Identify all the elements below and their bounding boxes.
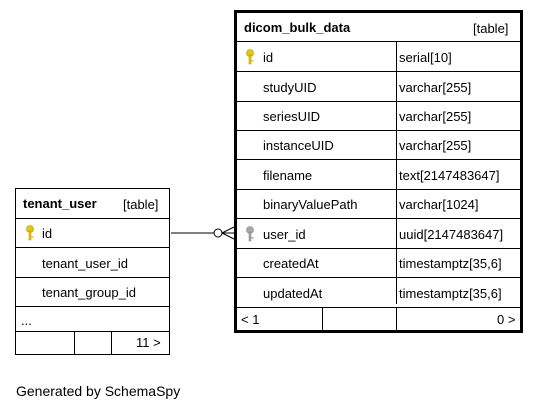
column-type-filename: text[2147483647] (399, 168, 500, 183)
column-name-tenant-group-id: tenant_group_id (42, 285, 136, 300)
divider (237, 307, 520, 308)
column-name-id: id (42, 226, 53, 241)
column-name-binaryvaluepath: binaryValuePath (263, 197, 358, 212)
children-count-link[interactable]: 11 > (136, 335, 161, 350)
table-dicom-bulk-data[interactable]: dicom_bulk_data [table] id serial[10] st… (234, 10, 523, 333)
crows-foot-prong (221, 226, 235, 234)
column-type-id: serial[10] (399, 50, 452, 65)
column-name-seriesuid: seriesUID (263, 109, 321, 124)
column-name-instanceuid: instanceUID (263, 138, 334, 153)
column-name-user-id: user_id (263, 227, 306, 242)
divider (237, 101, 520, 102)
column-name-id: id (263, 50, 274, 65)
crows-foot-prong (221, 232, 235, 240)
table-tenant-user[interactable]: tenant_user [table] id tenant_user_id te… (15, 188, 170, 355)
column-type-instanceuid: varchar[255] (399, 138, 472, 153)
column-divider (396, 42, 397, 304)
parents-count-link[interactable]: < 1 (241, 312, 260, 327)
divider (237, 71, 520, 72)
column-name-updatedat: updatedAt (263, 286, 323, 301)
table-kind-label: [table] (473, 21, 509, 36)
table-title: dicom_bulk_data (244, 20, 351, 35)
table-kind-label: [table] (123, 197, 159, 212)
children-count-link[interactable]: 0 > (497, 312, 516, 327)
divider (237, 277, 520, 278)
table-title: tenant_user (23, 196, 97, 211)
column-type-studyuid: varchar[255] (399, 80, 472, 95)
divider (16, 306, 169, 307)
primary-key-icon (246, 49, 254, 65)
divider (237, 130, 520, 131)
column-name-studyuid: studyUID (263, 80, 317, 95)
column-type-updatedat: timestamptz[35,6] (399, 286, 502, 301)
column-type-binaryvaluepath: varchar[1024] (399, 197, 479, 212)
divider (237, 159, 520, 160)
column-name-filename: filename (263, 168, 313, 183)
generated-by-caption: Generated by SchemaSpy (16, 383, 181, 399)
divider (237, 248, 520, 249)
column-type-seriesuid: varchar[255] (399, 109, 472, 124)
column-type-createdat: timestamptz[35,6] (399, 256, 502, 271)
primary-key-icon (26, 225, 34, 241)
column-type-user-id: uuid[2147483647] (399, 227, 504, 242)
footer-divider (111, 331, 112, 354)
column-name-tenant-user-id: tenant_user_id (42, 256, 129, 271)
footer-divider (396, 308, 397, 330)
divider (16, 331, 169, 332)
footer-divider (74, 331, 75, 354)
zero-optional-marker (213, 228, 223, 238)
divider (16, 218, 169, 219)
column-name-createdat: createdAt (263, 256, 319, 271)
divider (16, 247, 169, 248)
divider (237, 41, 520, 42)
divider (237, 189, 520, 190)
foreign-key-icon (246, 226, 254, 242)
more-columns-indicator: ... (21, 313, 32, 328)
divider (237, 218, 520, 219)
divider (16, 277, 169, 278)
footer-divider (322, 308, 323, 330)
